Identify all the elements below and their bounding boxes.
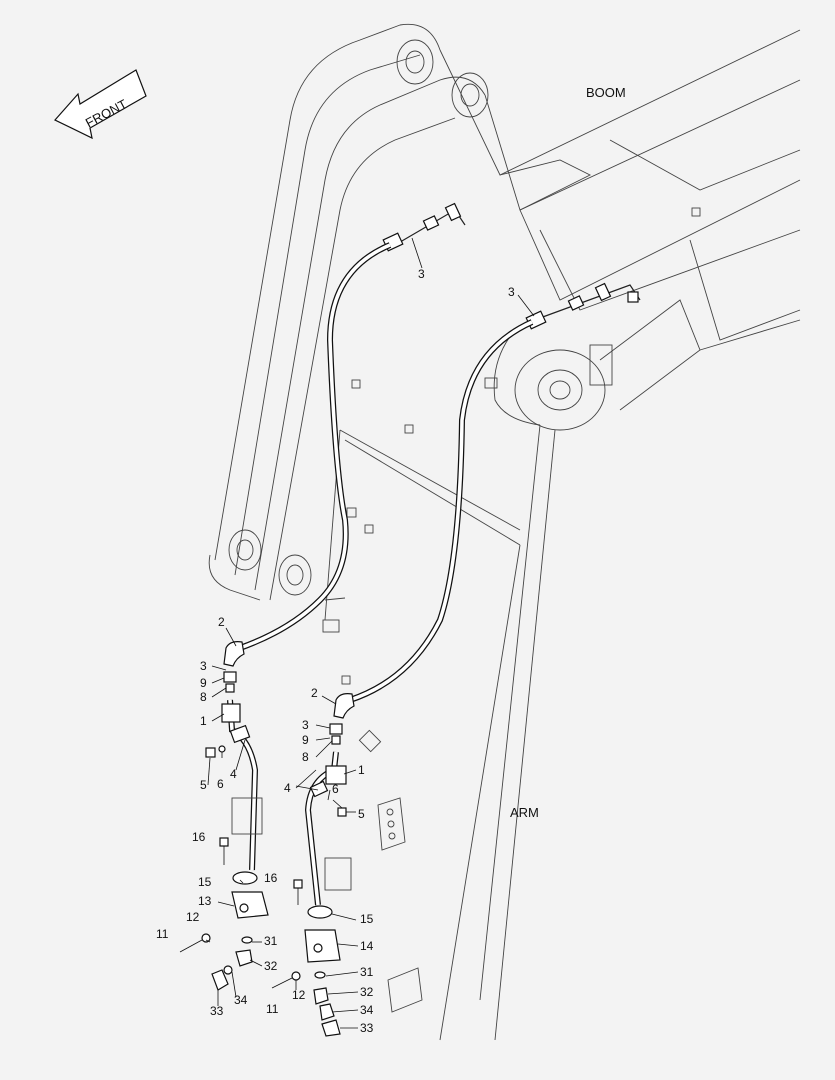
callout-12: 12 bbox=[292, 988, 306, 1002]
callout-12: 12 bbox=[186, 910, 200, 924]
callout-1: 1 bbox=[358, 763, 365, 777]
callout-4: 4 bbox=[284, 781, 291, 795]
callout-2: 2 bbox=[311, 686, 318, 700]
callout-34: 34 bbox=[360, 1003, 374, 1017]
callout-31: 31 bbox=[360, 965, 374, 979]
callout-33: 33 bbox=[210, 1004, 224, 1018]
boom-label: BOOM bbox=[586, 85, 626, 100]
callout-6: 6 bbox=[217, 777, 224, 791]
callout-34: 34 bbox=[234, 993, 248, 1007]
callout-5: 5 bbox=[358, 807, 365, 821]
callout-16: 16 bbox=[192, 830, 206, 844]
callout-15: 15 bbox=[360, 912, 374, 926]
mounting-blocks bbox=[322, 207, 701, 753]
callout-33: 33 bbox=[360, 1021, 374, 1035]
hose-left bbox=[238, 242, 392, 651]
callout-32: 32 bbox=[264, 959, 278, 973]
callout-14: 14 bbox=[360, 939, 374, 953]
callout-1: 1 bbox=[200, 714, 207, 728]
callout-4: 4 bbox=[230, 767, 237, 781]
front-arrow: FRONT bbox=[54, 69, 147, 140]
arm-structure bbox=[324, 424, 556, 1041]
callout-11: 11 bbox=[266, 1002, 279, 1016]
callout-8: 8 bbox=[302, 750, 309, 764]
left-lower-assembly bbox=[179, 641, 269, 991]
callout-32: 32 bbox=[360, 985, 374, 999]
right-lower-assembly bbox=[271, 693, 423, 1037]
callout-16: 16 bbox=[264, 871, 278, 885]
callout-8: 8 bbox=[200, 690, 207, 704]
boom-structure bbox=[208, 23, 801, 601]
callout-6: 6 bbox=[332, 782, 339, 796]
callout-9: 9 bbox=[302, 733, 309, 747]
callout-3: 3 bbox=[508, 285, 515, 299]
callout-3: 3 bbox=[302, 718, 309, 732]
callout-9: 9 bbox=[200, 676, 207, 690]
leader-lines bbox=[205, 237, 535, 1029]
callout-31: 31 bbox=[264, 934, 278, 948]
callout-5: 5 bbox=[200, 778, 207, 792]
callouts: 3 3 2 3 9 8 1 6 4 5 16 15 13 12 11 31 32… bbox=[156, 267, 515, 1035]
callout-11: 11 bbox=[156, 927, 169, 941]
upper-fittings bbox=[382, 202, 641, 330]
callout-2: 2 bbox=[218, 615, 225, 629]
callout-3: 3 bbox=[418, 267, 425, 281]
callout-15: 15 bbox=[198, 875, 212, 889]
hose-right bbox=[349, 319, 534, 703]
arm-label: ARM bbox=[510, 805, 539, 820]
callout-13: 13 bbox=[198, 894, 212, 908]
callout-3: 3 bbox=[200, 659, 207, 673]
